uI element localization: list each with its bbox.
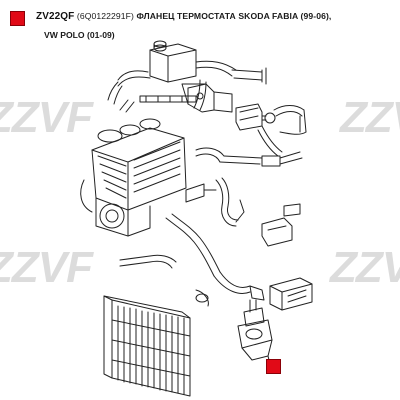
part-description-line2: VW POLO (01-09)	[44, 30, 115, 40]
engine-block	[80, 118, 187, 237]
lower-hoses	[119, 213, 265, 307]
oem-number: (6Q0122291F)	[76, 11, 134, 21]
radiator	[103, 295, 191, 397]
part-code: ZV22QF	[36, 11, 75, 22]
part-location-marker-icon	[266, 359, 281, 374]
red-square-marker-icon	[10, 11, 25, 26]
lower-tank	[261, 203, 313, 311]
pump-housing	[235, 103, 307, 157]
expansion-tank	[149, 40, 197, 83]
part-description: ФЛАНЕЦ ТЕРМОСТАТА SKODA FABIA (99-06),	[136, 11, 332, 21]
pipe-rail	[139, 83, 233, 113]
title: ZV22QF (6Q0122291F) ФЛАНЕЦ ТЕРМОСТАТА SK…	[36, 10, 331, 23]
upper-hoses	[107, 60, 267, 113]
heater-hoses	[185, 147, 303, 227]
thermostat-flange	[237, 299, 273, 365]
